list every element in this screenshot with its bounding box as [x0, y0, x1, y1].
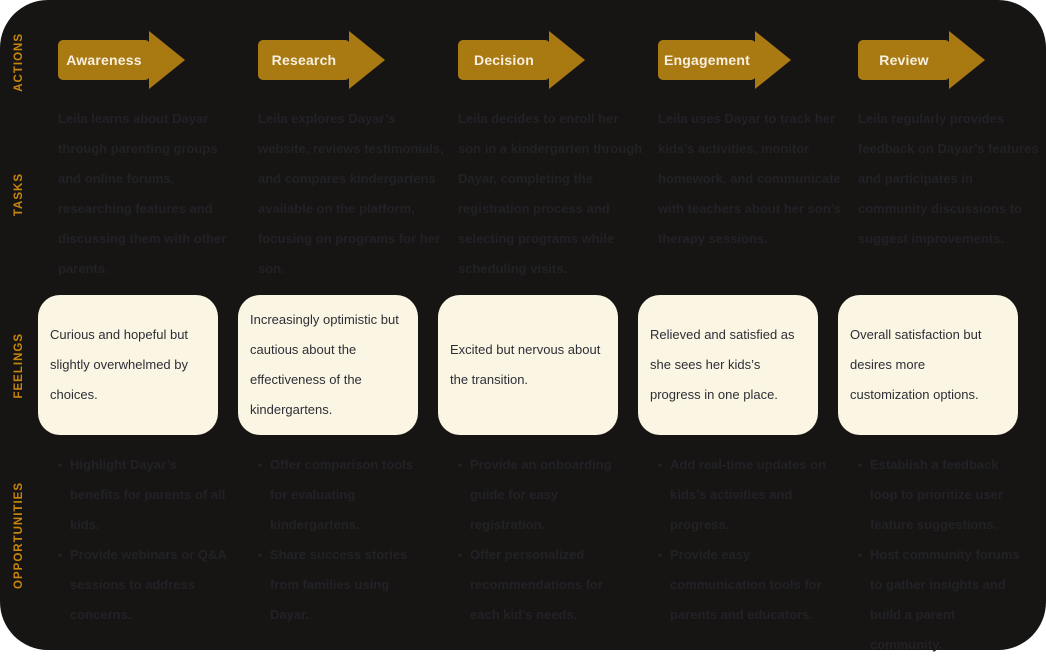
feeling-card: Excited but nervous about the transition… [438, 295, 618, 435]
action-arrow-label: Research [258, 40, 350, 80]
feeling-text: Increasingly optimistic but cautious abo… [250, 312, 399, 417]
feeling-text: Excited but nervous about the transition… [450, 342, 601, 387]
opportunity-list: Offer comparison tools for evaluating ki… [258, 450, 428, 630]
feeling-card: Overall satisfaction but desires more cu… [838, 295, 1018, 435]
stage-column-engagement-feelings: Relieved and satisfied as she sees her k… [638, 286, 838, 446]
stage-column-engagement-actions: Engagement [638, 0, 838, 104]
opportunity-item: Highlight Dayar’s benefits for parents o… [58, 450, 228, 540]
arrow-right-icon [949, 31, 985, 89]
task-text: Leila explores Dayar’s website, reviews … [258, 111, 444, 276]
row-label-feelings: FEELINGS [0, 286, 38, 446]
task-text: Leila decides to enroll her son in a kin… [458, 111, 643, 276]
action-arrow-label: Engagement [658, 40, 757, 80]
stage-column-decision-opportunities: Provide an onboarding guide for easy reg… [438, 446, 638, 650]
task-text: Leila regularly provides feedback on Day… [858, 111, 1039, 246]
stage-column-decision-feelings: Excited but nervous about the transition… [438, 286, 638, 446]
arrow-right-icon [149, 31, 185, 89]
stage-column-review-opportunities: Establish a feedback loop to prioritize … [838, 446, 1038, 652]
row-label-actions-text: ACTIONS [13, 32, 25, 92]
action-arrow-label: Decision [458, 40, 550, 80]
stage-column-research-actions: Research [238, 0, 438, 104]
opportunity-item: Offer comparison tools for evaluating ki… [258, 450, 428, 540]
opportunity-item: Add real-time updates on kids’s activiti… [658, 450, 828, 540]
action-arrow: Engagement [658, 31, 792, 89]
row-label-opportunities-text: OPPORTUNITIES [13, 481, 25, 589]
stage-column-awareness-actions: Awareness [38, 0, 238, 104]
stage-column-engagement-opportunities: Add real-time updates on kids’s activiti… [638, 446, 838, 650]
row-label-actions: ACTIONS [0, 0, 38, 104]
opportunity-list: Establish a feedback loop to prioritize … [858, 450, 1028, 660]
opportunity-item: Provide an onboarding guide for easy reg… [458, 450, 628, 540]
action-arrow-label: Review [858, 40, 950, 80]
stage-column-awareness-opportunities: Highlight Dayar’s benefits for parents o… [38, 446, 238, 650]
stage-column-awareness-tasks: Leila learns about Dayar through parenti… [38, 104, 238, 286]
feeling-text: Overall satisfaction but desires more cu… [850, 327, 982, 402]
task-text: Leila uses Dayar to track her kids’s act… [658, 111, 842, 246]
stage-column-research-tasks: Leila explores Dayar’s website, reviews … [238, 104, 444, 286]
feeling-text: Relieved and satisfied as she sees her k… [650, 327, 795, 402]
opportunity-list: Highlight Dayar’s benefits for parents o… [58, 450, 228, 630]
feeling-card: Increasingly optimistic but cautious abo… [238, 295, 418, 435]
action-arrow: Research [258, 31, 385, 89]
task-text: Leila learns about Dayar through parenti… [58, 111, 227, 276]
opportunity-item: Provide easy communication tools for par… [658, 540, 828, 630]
opportunity-item: Host community forums to gather insights… [858, 540, 1028, 660]
row-label-tasks: TASKS [0, 104, 38, 286]
opportunity-item: Provide webinars or Q&A sessions to addr… [58, 540, 228, 630]
feeling-text: Curious and hopeful but slightly overwhe… [50, 327, 189, 402]
row-label-tasks-text: TASKS [13, 173, 25, 217]
stage-column-review-tasks: Leila regularly provides feedback on Day… [838, 104, 1039, 286]
stage-column-awareness-feelings: Curious and hopeful but slightly overwhe… [38, 286, 238, 446]
stage-column-research-opportunities: Offer comparison tools for evaluating ki… [238, 446, 438, 650]
opportunity-item: Share success stories from families usin… [258, 540, 428, 630]
row-label-feelings-text: FEELINGS [13, 333, 25, 399]
action-arrow-label: Awareness [58, 40, 150, 80]
opportunity-item: Establish a feedback loop to prioritize … [858, 450, 1028, 540]
opportunity-list: Add real-time updates on kids’s activiti… [658, 450, 828, 630]
arrow-right-icon [549, 31, 585, 89]
stage-column-decision-tasks: Leila decides to enroll her son in a kin… [438, 104, 642, 286]
action-arrow: Review [858, 31, 985, 89]
stage-column-decision-actions: Decision [438, 0, 638, 104]
stage-column-research-feelings: Increasingly optimistic but cautious abo… [238, 286, 438, 446]
row-label-opportunities: OPPORTUNITIES [0, 446, 38, 650]
opportunity-item: Offer personalized recommendations for e… [458, 540, 628, 630]
arrow-right-icon [349, 31, 385, 89]
opportunity-list: Provide an onboarding guide for easy reg… [458, 450, 628, 630]
feeling-card: Relieved and satisfied as she sees her k… [638, 295, 818, 435]
feeling-card: Curious and hopeful but slightly overwhe… [38, 295, 218, 435]
stage-column-engagement-tasks: Leila uses Dayar to track her kids’s act… [638, 104, 841, 286]
arrow-right-icon [755, 31, 792, 89]
stage-column-review-feelings: Overall satisfaction but desires more cu… [838, 286, 1038, 446]
action-arrow: Awareness [58, 31, 185, 89]
stage-column-review-actions: Review [838, 0, 1038, 104]
action-arrow: Decision [458, 31, 585, 89]
